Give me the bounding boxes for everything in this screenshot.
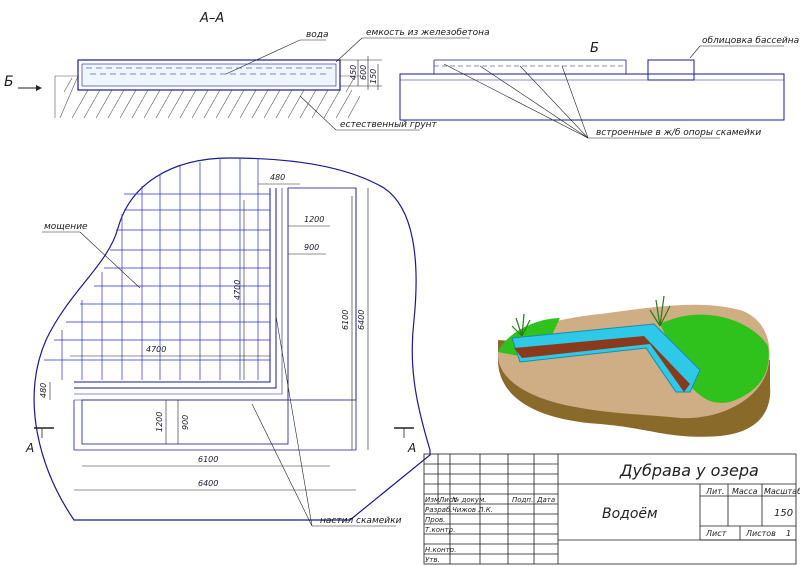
tb-listov-value: 1 [786, 529, 791, 538]
dim-1200-top: 1200 [304, 215, 324, 224]
dim-150: 150 [369, 69, 378, 84]
dim-600: 600 [359, 65, 368, 80]
tank-note: емкость из железобетона [366, 28, 490, 38]
pool-l-shape [73, 187, 357, 451]
tb-col-izm: Изм [425, 496, 440, 504]
render-plants [511, 295, 671, 337]
plan-boundary [33, 157, 431, 521]
dim-6100-vertical: 6100 [341, 310, 350, 330]
view-b-outline [399, 73, 785, 121]
tb-list: Лист [705, 529, 727, 538]
tb-col-date: Дата [536, 496, 555, 504]
soil-note: естественный грунт [340, 120, 438, 130]
tb-col-list: Лист [438, 496, 458, 504]
concrete-tank [77, 59, 341, 91]
sheet-name: Водоём [602, 506, 658, 522]
dim-6100-horizontal: 6100 [198, 455, 218, 464]
dim-450: 450 [349, 65, 358, 80]
render-grass [660, 314, 769, 403]
view-b: Б облицовка бассейна встроенные в ж/б оп… [399, 36, 799, 139]
paving-grid [44, 158, 270, 380]
cut-a-right: А [407, 441, 416, 455]
tb-masshtab: Масштаб [764, 487, 800, 496]
pond-3d-render [497, 295, 771, 437]
soil-hatch [54, 75, 361, 119]
dim-6400-horizontal: 6400 [198, 479, 218, 488]
cut-a-left: А [25, 441, 34, 455]
tb-col-sign: Подп. [512, 496, 533, 504]
bench-supports-note: встроенные в ж/б опоры скамейки [596, 128, 761, 138]
tb-lit: Лит. [705, 487, 724, 496]
section-a-a: А–А Б [4, 11, 490, 131]
render-bench [514, 336, 650, 358]
dim-480-left: 480 [39, 383, 48, 398]
tb-listov: Листов [745, 529, 776, 538]
bench-deck-note: настил скамейки [320, 516, 402, 526]
dim-480-top: 480 [270, 173, 285, 182]
tb-razrab: Разраб. [425, 506, 453, 514]
tb-scale-value: 150 [774, 508, 793, 519]
dim-4700-horizontal: 4700 [146, 345, 166, 354]
dim-900-left: 900 [181, 415, 190, 430]
paving-note: мощение [44, 222, 88, 232]
section-dimensions [340, 56, 382, 90]
tb-prov: Пров. [425, 516, 445, 524]
pool-facing-note: облицовка бассейна [702, 36, 799, 46]
tb-nkontr: Н.контр. [425, 546, 456, 554]
render-pool-water [511, 323, 701, 393]
view-b-left-label: Б [4, 74, 14, 90]
project-title: Дубрава у озера [619, 461, 759, 480]
water-body [81, 63, 337, 87]
tb-author: Чижов Л.К. [452, 506, 493, 514]
tb-utv: Утв. [425, 556, 440, 564]
dim-900-top: 900 [304, 243, 319, 252]
dim-1200-left: 1200 [155, 412, 164, 432]
title-block [423, 453, 797, 565]
plan-view: 480 1200 900 4700 6100 6400 4700 480 120… [25, 157, 431, 527]
tb-col-doc: № докум. [451, 496, 487, 504]
dim-4700-vertical: 4700 [233, 280, 242, 300]
dim-6400-vertical: 6400 [357, 310, 366, 330]
tb-tkontr: Т.контр. [425, 526, 455, 534]
water-note: вода [306, 30, 329, 40]
tb-massa: Масса [732, 487, 758, 496]
bench-support-leaders [443, 63, 720, 139]
plan-dimension-lines [49, 183, 369, 491]
view-b-title: Б [590, 41, 599, 56]
section-title: А–А [199, 11, 224, 26]
